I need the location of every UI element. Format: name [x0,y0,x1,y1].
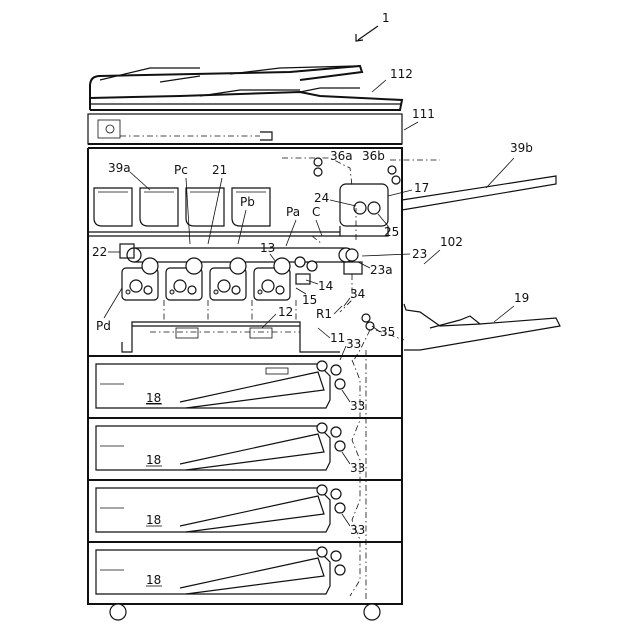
ref-label-11: 11 [330,331,345,345]
ref-label-33-b: 33 [350,399,365,413]
ref-label-Pb: Pb [240,195,255,209]
ref-label-35: 35 [380,325,395,339]
machine-base [88,604,402,620]
ref-label-Pc: Pc [174,163,188,177]
ref-label-23: 23 [412,247,427,261]
ref-label-Pa: Pa [286,205,300,219]
station-Pa [254,258,290,300]
ref-label-13: 13 [260,241,275,255]
secondary-transfer-23 [344,249,362,274]
ref-label-R1: R1 [316,307,332,321]
exposure-unit-11 [122,300,340,352]
ref-label-21: 21 [212,163,227,177]
document-feeder-112 [90,66,402,110]
ref-label-23a: 23a [370,263,393,277]
ref-label-36b: 36b [362,149,385,163]
station-Pd [122,258,158,300]
ref-label-18-a: 18 [146,391,161,405]
ref-label-18-b: 18 [146,453,161,467]
station-Pb [210,258,246,300]
ref-label-33-d: 33 [350,523,365,537]
ref-label-17: 17 [414,181,429,195]
ref-label-C: C [312,205,320,219]
ref-label-39b: 39b [510,141,533,155]
ref-label-22: 22 [92,245,107,259]
vertical-transport-path [350,360,360,596]
paper-cassette-4 [88,542,402,604]
ref-label-1: 1 [382,11,390,25]
ref-label-Pd: Pd [96,319,111,333]
ref-label-15: 15 [302,293,317,307]
ref-label-12: 12 [278,305,293,319]
ref-label-111: 111 [412,107,435,121]
ref-label-33-c: 33 [350,461,365,475]
ref-label-24: 24 [314,191,329,205]
station-Pc [166,258,202,300]
ref-label-19: 19 [514,291,529,305]
ref-label-18-d: 18 [146,573,161,587]
ref-label-102: 102 [440,235,463,249]
fuser-unit-17 [340,184,388,236]
manual-feed-tray-19 [404,304,560,350]
ref-label-33-a: 33 [346,337,361,351]
scanner-unit-111 [88,114,402,144]
ref-label-18-c: 18 [146,513,161,527]
ref-label-39a: 39a [108,161,131,175]
ref-label-14: 14 [318,279,333,293]
ref-label-36a: 36a [330,149,353,163]
ref-label-34: 34 [350,287,365,301]
ref-label-112: 112 [390,67,413,81]
ref-label-25: 25 [384,225,399,239]
image-stations [122,257,317,300]
ref-arrow-1 [356,26,378,41]
